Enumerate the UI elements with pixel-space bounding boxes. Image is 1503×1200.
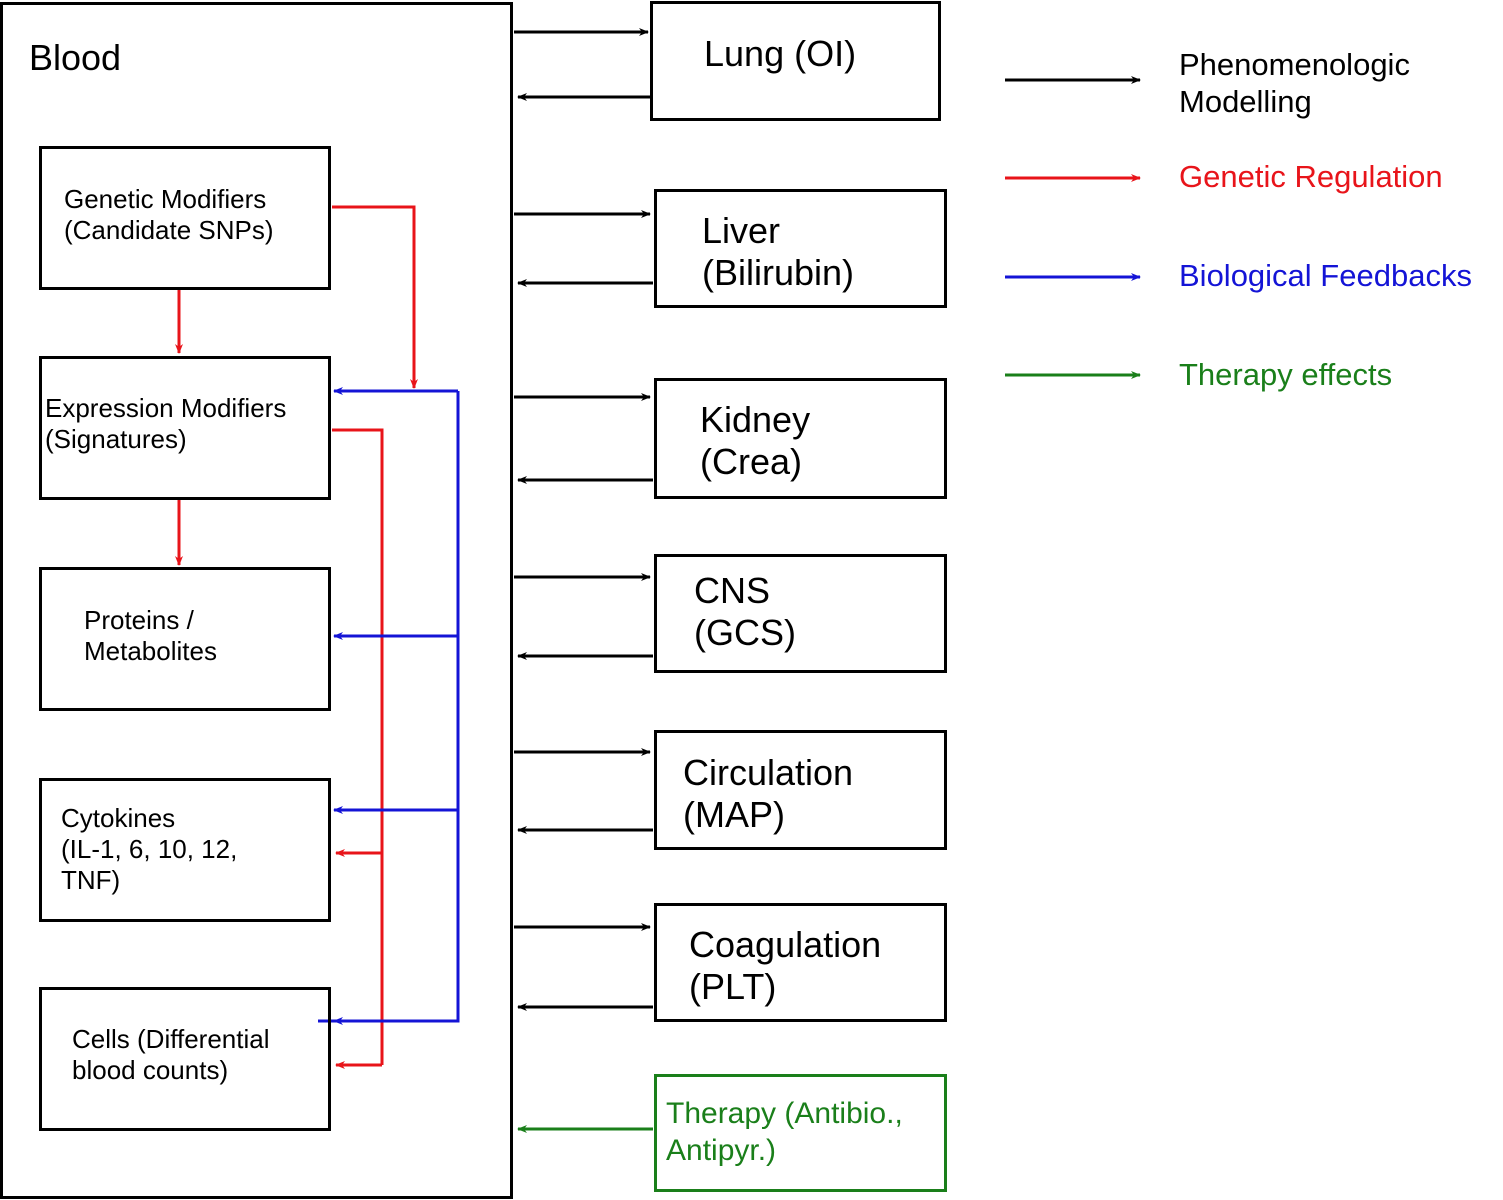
genetic-modifiers-label: Genetic Modifiers (Candidate SNPs) (64, 184, 274, 245)
cells-box (39, 987, 331, 1131)
proteins-metabolites-label: Proteins / Metabolites (84, 605, 217, 666)
lung-box (650, 1, 941, 121)
legend-genetic-label: Genetic Regulation (1179, 159, 1443, 194)
cns-box (654, 554, 947, 673)
arrow-genetic-to-expression-side (332, 205, 418, 389)
coagulation-label: Coagulation (PLT) (689, 924, 882, 1007)
legend-therapy-label: Therapy effects (1179, 357, 1393, 392)
therapy-box (654, 1074, 947, 1192)
lung-label: Lung (OI) (704, 33, 857, 74)
kidney-box (654, 378, 947, 499)
cytokines-label: Cytokines (IL-1, 6, 10, 12, TNF) (61, 803, 238, 895)
liver-label: Liver (Bilirubin) (702, 210, 855, 293)
legend-biological-label: Biological Feedbacks (1179, 258, 1472, 293)
cns-label: CNS (GCS) (694, 570, 796, 653)
coagulation-box (654, 903, 947, 1022)
expression-modifiers-label: Expression Modifiers (Signatures) (45, 393, 287, 454)
genetic-modifiers-box (39, 146, 331, 290)
blood-container (0, 2, 513, 1199)
circulation-box (654, 730, 947, 850)
cells-label: Cells (Differential blood counts) (72, 1024, 270, 1085)
proteins-metabolites-box (39, 567, 331, 711)
expression-modifiers-box (39, 356, 331, 500)
liver-box (654, 189, 947, 308)
cytokines-box (39, 778, 331, 922)
circulation-label: Circulation (MAP) (683, 752, 854, 835)
therapy-label: Therapy (Antibio., Antipyr.) (666, 1097, 903, 1167)
legend-phenomenologic-label: Phenomenologic Modelling (1179, 47, 1410, 119)
kidney-label: Kidney (Crea) (700, 399, 811, 482)
blood-title: Blood (29, 37, 122, 78)
